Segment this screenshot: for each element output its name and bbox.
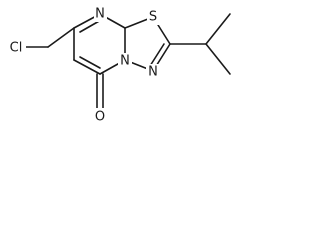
atom-oxygen: O bbox=[95, 110, 105, 125]
bond-c6-c5-double bbox=[79, 56, 101, 69]
atom-chlorine: Cl bbox=[10, 41, 23, 56]
atom-sulfur: S bbox=[149, 10, 157, 25]
atom-label-layer: Cl N S N N O bbox=[6, 7, 160, 125]
chemical-structure-diagram: Cl N S N N O bbox=[6, 7, 231, 125]
bond-c2-n3-double bbox=[149, 43, 165, 67]
bond-ch-ch3-upper bbox=[205, 13, 231, 45]
atom-nitrogen-top: N bbox=[95, 7, 105, 22]
bond-c6-c5 bbox=[73, 59, 101, 75]
bond-ch-ch3-lower bbox=[205, 43, 231, 75]
atom-nitrogen-lower: N bbox=[148, 65, 158, 80]
bond-ch2-c7 bbox=[47, 27, 75, 48]
atom-nitrogen-bridge: N bbox=[120, 54, 130, 69]
